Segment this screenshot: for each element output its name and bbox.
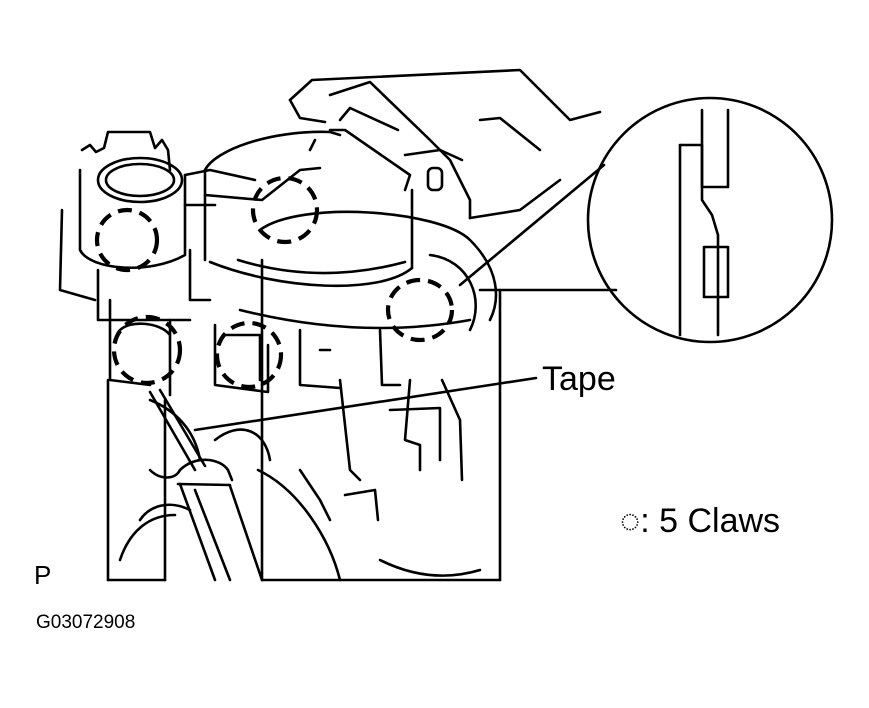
screwdriver-icon [148, 388, 264, 582]
detail-view [458, 96, 834, 344]
claws-legend: ◌: 5 Claws [620, 502, 780, 541]
dashed-circle-icon: ◌: [620, 502, 650, 540]
tape-label: Tape [542, 360, 616, 398]
claw-marker-5 [385, 277, 455, 343]
view-label: P [34, 560, 52, 590]
claw-tabs [213, 323, 464, 522]
upper-housing [188, 128, 414, 302]
electrical-connector [58, 130, 257, 397]
mounting-bracket [288, 68, 602, 220]
claw-marker-2 [250, 175, 320, 245]
pump-body [106, 210, 502, 582]
claws-legend-text: 5 Claws [659, 502, 781, 540]
claw-marker-1 [94, 207, 160, 273]
claw-markers [94, 175, 455, 390]
claw-marker-3 [111, 314, 183, 386]
claw-marker-4 [214, 320, 284, 390]
tape-leader-line [193, 376, 538, 432]
figure-id: G03072908 [36, 612, 136, 633]
